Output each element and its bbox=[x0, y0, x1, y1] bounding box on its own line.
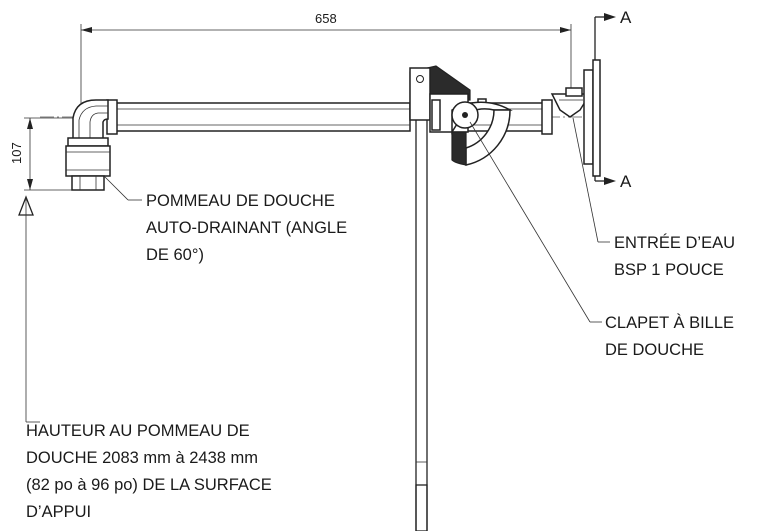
water-inlet-assembly bbox=[550, 59, 601, 177]
datum-marker bbox=[18, 195, 40, 423]
dimension-width: 658 bbox=[80, 11, 572, 105]
callout-height-line-4: D’APPUI bbox=[26, 503, 91, 521]
ball-valve-assembly bbox=[409, 65, 513, 166]
callout-showerhead-line-1: POMMEAU DE DOUCHE bbox=[146, 192, 335, 210]
showerhead-assembly bbox=[65, 99, 111, 191]
leader-lines bbox=[103, 117, 610, 323]
pull-rod bbox=[415, 100, 428, 531]
callout-ball-valve-line-1: CLAPET À BILLE bbox=[605, 313, 734, 332]
callout-water-inlet-line-1: ENTRÉE D’EAU bbox=[614, 233, 735, 252]
section-line: A A bbox=[594, 8, 632, 191]
callout-height: HAUTEUR AU POMMEAU DE DOUCHE 2083 mm à 2… bbox=[26, 422, 272, 521]
dimension-height-label: 107 bbox=[9, 142, 24, 164]
dimension-height: 107 bbox=[9, 117, 84, 191]
dimension-width-label: 658 bbox=[315, 11, 337, 26]
callout-showerhead-line-3: DE 60°) bbox=[146, 246, 204, 264]
callout-water-inlet: ENTRÉE D’EAU BSP 1 POUCE bbox=[614, 233, 735, 279]
section-mark-bottom: A bbox=[620, 172, 632, 191]
section-mark-top: A bbox=[620, 8, 632, 27]
callout-height-line-3: (82 po à 96 po) DE LA SURFACE bbox=[26, 476, 272, 494]
callout-ball-valve: CLAPET À BILLE DE DOUCHE bbox=[605, 313, 734, 359]
callout-showerhead: POMMEAU DE DOUCHE AUTO-DRAINANT (ANGLE D… bbox=[146, 192, 347, 264]
callout-water-inlet-line-2: BSP 1 POUCE bbox=[614, 261, 724, 279]
callout-showerhead-line-2: AUTO-DRAINANT (ANGLE bbox=[146, 219, 347, 237]
callout-height-line-2: DOUCHE 2083 mm à 2438 mm bbox=[26, 449, 258, 467]
callout-height-line-1: HAUTEUR AU POMMEAU DE bbox=[26, 422, 250, 440]
callout-ball-valve-line-2: DE DOUCHE bbox=[605, 341, 704, 359]
